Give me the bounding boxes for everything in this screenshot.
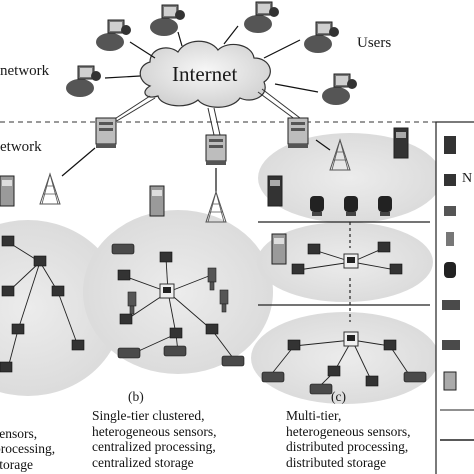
- panel-c-caption: Multi-tier, heterogeneous sensors, distr…: [286, 408, 410, 470]
- camera-sensor-icon: [378, 196, 392, 216]
- internet-links: [109, 88, 301, 136]
- user-workstation-icon: [150, 4, 185, 36]
- caption-line: distributed storage: [286, 454, 387, 470]
- caption-line: storage: [0, 456, 33, 472]
- user-workstation-icon: [322, 73, 357, 105]
- caption-line: Single-tier clustered,: [92, 408, 205, 423]
- users-label: Users: [357, 35, 392, 51]
- legend-board-icon: [442, 300, 460, 310]
- camera-sensor-icon: [344, 196, 358, 216]
- caption-line: heterogeneous sensors,: [92, 423, 217, 439]
- caption-line: Multi-tier,: [286, 408, 342, 423]
- storage-unit-icon: [267, 175, 283, 207]
- panel-a-caption: r sensors, processing, storage: [0, 410, 55, 472]
- antenna-tower-icon: [205, 190, 227, 223]
- storage-unit-icon: [149, 185, 165, 217]
- legend-storage-icon: [443, 371, 457, 391]
- legend-sensor-icon: [444, 206, 456, 216]
- panel-b-caption: Single-tier clustered, heterogeneous sen…: [92, 408, 216, 470]
- uplink-arrows: [61, 139, 331, 192]
- storage-unit-icon: [271, 233, 287, 265]
- user-workstation-icon: [66, 65, 101, 97]
- user-workstation-icon: [96, 19, 131, 51]
- panel-c-letter: (c): [331, 389, 346, 404]
- cluster-head-icon: [343, 331, 359, 347]
- caption-line: r: [0, 410, 55, 426]
- internet-label: Internet: [172, 62, 238, 86]
- legend-box: [435, 121, 474, 474]
- sensor-node-icon: [0, 235, 403, 387]
- legend-storage-icon: [444, 136, 456, 154]
- gateway-server-icon: [205, 134, 227, 165]
- upper-network-label: network: [0, 63, 50, 79]
- internet-cloud: [139, 40, 271, 108]
- lower-network-label: etwork: [0, 139, 42, 155]
- gateway-server-icon: [95, 117, 117, 148]
- sensor-field-c-bottom: [251, 312, 439, 404]
- caption-line: heterogeneous sensors,: [286, 423, 411, 439]
- legend-camera-icon: [444, 262, 456, 278]
- legend-fragment-label: N: [462, 171, 473, 186]
- antenna-tower-icon: [39, 172, 61, 205]
- legend-probe-icon: [446, 232, 454, 246]
- legend-sensor-icon: [444, 174, 456, 186]
- user-arrows: [104, 25, 319, 93]
- antenna-tower-icon: [329, 138, 351, 171]
- storage-unit-icon: [393, 127, 409, 159]
- gateway-server-icon: [287, 117, 309, 148]
- storage-unit-icon: [0, 175, 15, 207]
- legend-mote-icon: [442, 340, 460, 350]
- caption-line: processing,: [0, 441, 56, 456]
- cluster-head-icon: [343, 253, 359, 269]
- probe-sensor-icon: [127, 267, 229, 315]
- caption-line: centralized storage: [92, 454, 194, 470]
- mote-board-icon: [111, 243, 427, 395]
- panel-b-letter: (b): [128, 389, 144, 404]
- user-workstation-icon: [304, 21, 339, 53]
- caption-line: sensors,: [0, 425, 38, 441]
- caption-line: centralized processing,: [92, 439, 216, 454]
- camera-sensor-icon: [310, 196, 324, 216]
- cluster-head-icon: [159, 283, 175, 299]
- user-workstation-icon: [244, 1, 279, 33]
- caption-line: distributed processing,: [286, 439, 409, 454]
